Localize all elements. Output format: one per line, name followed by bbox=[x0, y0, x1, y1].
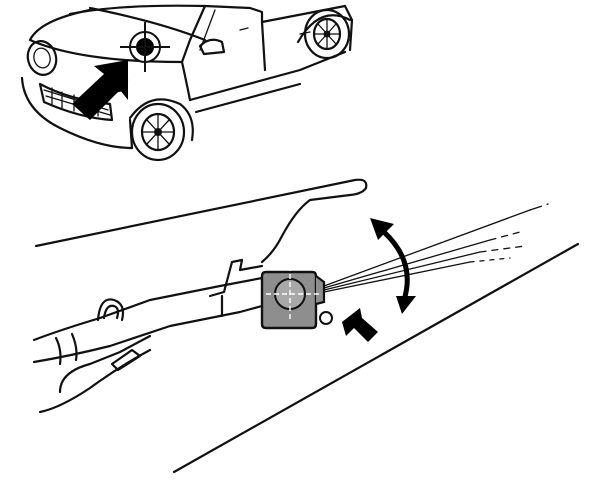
hose-lower-line bbox=[32, 304, 264, 364]
nozzle-detail bbox=[32, 178, 580, 474]
rear-wheel bbox=[296, 8, 352, 60]
fender-line bbox=[180, 60, 192, 102]
door-seam bbox=[260, 20, 267, 72]
spray-jets bbox=[323, 203, 549, 293]
nozzle-mount bbox=[208, 258, 264, 298]
door-window-line bbox=[248, 4, 347, 24]
side-mirror bbox=[198, 38, 226, 56]
target-crosshair-icon bbox=[120, 22, 170, 72]
hood-left-edge bbox=[28, 8, 92, 42]
left-headlamp bbox=[26, 40, 58, 76]
nozzle-centerline bbox=[266, 266, 320, 322]
bracket-lower-curve bbox=[58, 334, 152, 394]
body-lower-line bbox=[194, 82, 302, 114]
a-pillar-line bbox=[180, 4, 207, 64]
bracket-tab bbox=[110, 348, 142, 372]
rear-pillar bbox=[343, 4, 354, 52]
front-bumper bbox=[20, 76, 134, 150]
small-pointer-arrow-icon bbox=[342, 308, 378, 342]
front-wheel bbox=[128, 98, 194, 162]
hood-front-edge bbox=[28, 38, 184, 64]
windshield-line bbox=[172, 242, 580, 474]
pointer-arrow-icon bbox=[72, 60, 128, 120]
door-handle bbox=[239, 27, 249, 31]
windshield-bottom-line bbox=[88, 6, 207, 42]
washer-nozzle-body bbox=[260, 266, 333, 330]
car-illustration bbox=[20, 4, 354, 162]
hose-upper-line bbox=[32, 276, 264, 342]
double-headed-curved-arrow-icon bbox=[370, 218, 416, 314]
hood-outline bbox=[34, 178, 368, 264]
hose-clip bbox=[96, 298, 125, 322]
nozzle-tip bbox=[319, 311, 333, 325]
front-grille bbox=[38, 82, 114, 122]
